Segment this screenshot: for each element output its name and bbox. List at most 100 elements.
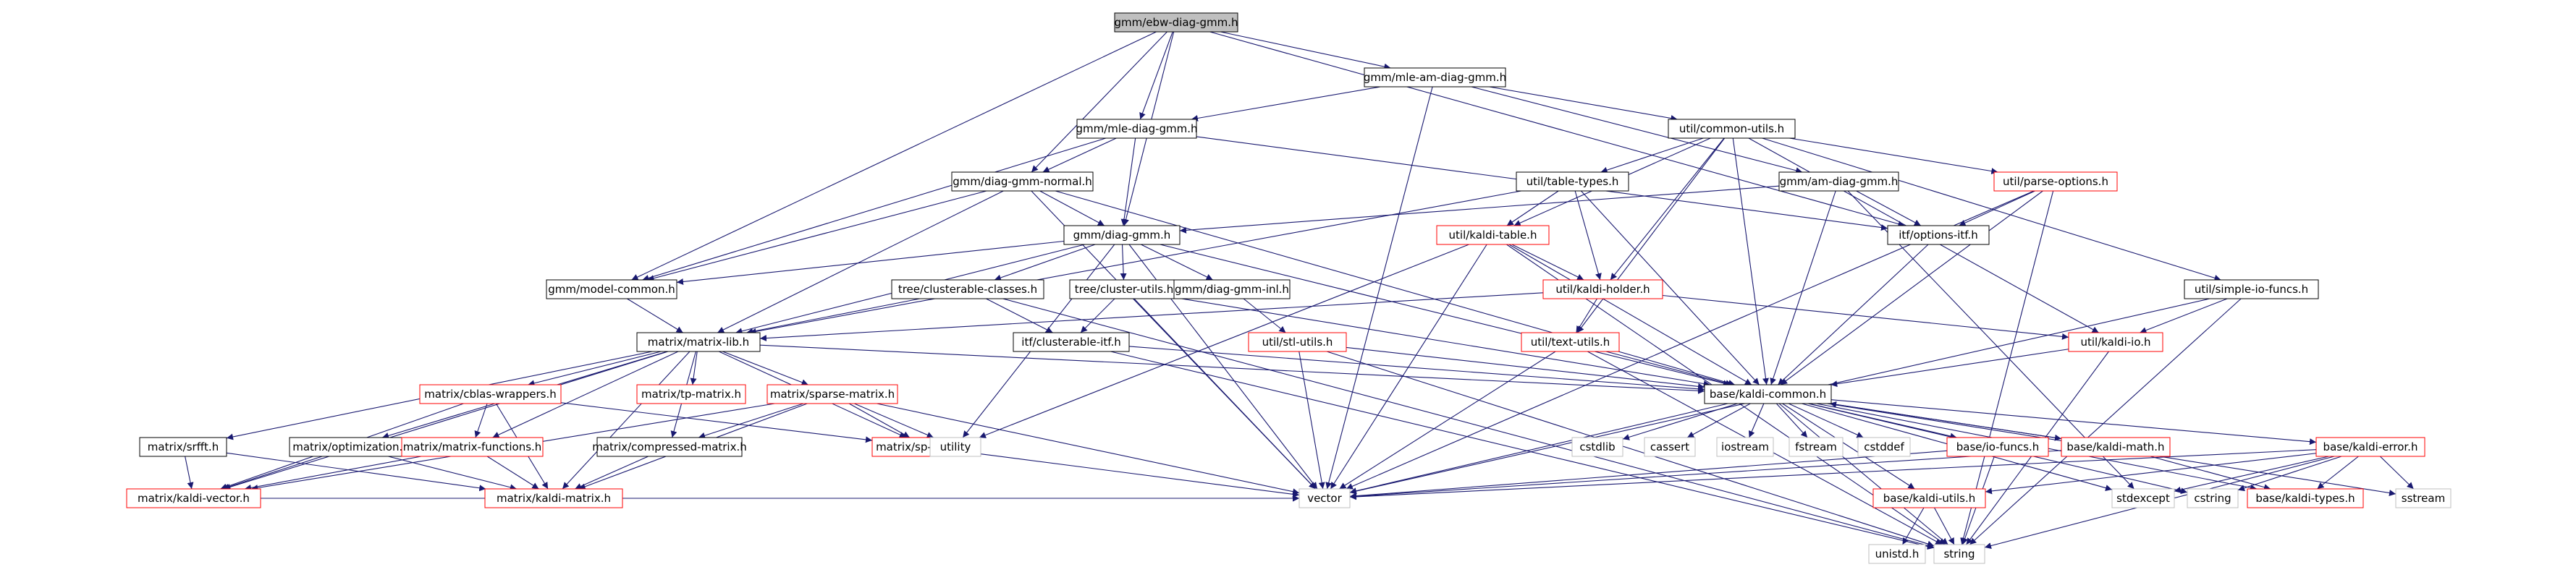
- node-box: [1872, 488, 1986, 508]
- node-box: [1887, 225, 1990, 245]
- edge-tabletypes-to-kaldicommon: [1581, 190, 1760, 385]
- node-box: [636, 332, 761, 352]
- edge-commonutils-to-kaldicommon: [1732, 137, 1769, 385]
- edge-optimization-to-kaldivector: [222, 456, 323, 490]
- node-label: gmm/diag-gmm-inl.h: [1175, 283, 1289, 296]
- node-iofuncs[interactable]: base/io-funcs.h: [1946, 437, 2049, 457]
- edge-textutils-to-kaldicommon: [1605, 351, 1733, 387]
- node-cstdlib: cstdlib: [1571, 437, 1623, 457]
- edge-tabletypes-to-kaldiholder: [1574, 190, 1602, 281]
- node-label: util/simple-io-funcs.h: [2195, 283, 2308, 296]
- node-srfft[interactable]: matrix/srfft.h: [139, 437, 227, 457]
- edge-kalditable-to-kaldicommon: [1508, 244, 1752, 385]
- edge-kaldierror-to-cstring: [2237, 456, 2342, 492]
- edge-mlediag-to-modelcommon: [642, 137, 1107, 281]
- edge-optionsitf-to-kaldicommon: [1778, 244, 1929, 385]
- node-label: gmm/model-common.h: [548, 283, 675, 296]
- edge-commonutils-to-tabletypes: [1600, 137, 1704, 174]
- node-kalditypes[interactable]: base/kaldi-types.h: [2247, 488, 2364, 508]
- node-label: util/text-utils.h: [1531, 336, 1610, 349]
- node-iostream: iostream: [1716, 437, 1774, 457]
- node-label: utility: [940, 440, 971, 453]
- node-mleam[interactable]: gmm/mle-am-diag-gmm.h: [1364, 67, 1506, 88]
- edge-kaldimath-to-vector: [1349, 450, 2062, 500]
- node-label: matrix/cblas-wrappers.h: [424, 388, 556, 401]
- node-diaggmm[interactable]: gmm/diag-gmm.h: [1063, 225, 1181, 245]
- node-ebw[interactable]: gmm/ebw-diag-gmm.h: [1114, 12, 1238, 33]
- node-label: base/kaldi-common.h: [1710, 388, 1826, 401]
- node-kaldiio[interactable]: util/kaldi-io.h: [2068, 332, 2163, 352]
- node-mlediag[interactable]: gmm/mle-diag-gmm.h: [1076, 119, 1198, 139]
- node-kaldicommon[interactable]: base/kaldi-common.h: [1704, 384, 1832, 404]
- edge-kalditable-to-utility: [979, 244, 1469, 438]
- node-clusterutils[interactable]: tree/cluster-utils.h: [1069, 279, 1179, 299]
- node-kaldimath[interactable]: base/kaldi-math.h: [2061, 437, 2171, 457]
- node-stdexcept: stdexcept: [2111, 488, 2175, 508]
- node-box: [1644, 437, 1696, 457]
- edge-diagnormal-to-matrixlib: [717, 190, 1004, 333]
- node-textutils[interactable]: util/text-utils.h: [1521, 332, 1620, 352]
- edge-clusterableitf-to-string: [1110, 351, 1935, 550]
- node-compressed[interactable]: matrix/compressed-matrix.h: [592, 437, 747, 457]
- edge-commonutils-to-kaldiholder: [1610, 137, 1725, 281]
- edge-kalditable-to-vector: [1330, 244, 1487, 490]
- node-box: [636, 384, 746, 404]
- edge-mleam-to-mlediag: [1191, 86, 1381, 122]
- node-parseopts[interactable]: util/parse-options.h: [1993, 171, 2118, 192]
- node-diaginl[interactable]: gmm/diag-gmm-inl.h: [1173, 279, 1291, 299]
- edge-ebw-to-diagnormal: [1031, 31, 1167, 173]
- node-label: util/stl-utils.h: [1262, 336, 1333, 349]
- node-simpleio[interactable]: util/simple-io-funcs.h: [2184, 279, 2319, 299]
- node-optionsitf[interactable]: itf/options-itf.h: [1887, 225, 1990, 245]
- edge-compressed-to-kaldimatrix: [575, 456, 649, 490]
- node-diagnormal[interactable]: gmm/diag-gmm-normal.h: [951, 171, 1094, 192]
- edge-kaldicommon-to-string: [1778, 403, 1948, 545]
- node-cassert: cassert: [1644, 437, 1696, 457]
- node-clusterable[interactable]: tree/clusterable-classes.h: [891, 279, 1044, 299]
- edge-diaginl-to-stlutils: [1243, 298, 1286, 333]
- node-kaldivector[interactable]: matrix/kaldi-vector.h: [126, 488, 261, 508]
- node-vector: vector: [1298, 488, 1351, 508]
- node-kaldiutils[interactable]: base/kaldi-utils.h: [1872, 488, 1986, 508]
- node-box: [1789, 437, 1844, 457]
- node-label: matrix/sparse-matrix.h: [770, 388, 895, 401]
- node-box: [401, 437, 544, 457]
- edge-commonutils-to-parseopts: [1789, 137, 1998, 174]
- edge-kaldicommon-to-vector: [1349, 403, 1728, 495]
- node-kaldiholder[interactable]: util/kaldi-holder.h: [1542, 279, 1663, 299]
- edge-mlediag-to-diaggmm: [1120, 137, 1136, 226]
- node-modelcommon[interactable]: gmm/model-common.h: [546, 279, 677, 299]
- node-box: [2395, 488, 2452, 508]
- node-kalditable[interactable]: util/kaldi-table.h: [1436, 225, 1550, 245]
- node-label: itf/options-itf.h: [1899, 229, 1978, 242]
- node-matrixlib[interactable]: matrix/matrix-lib.h: [636, 332, 761, 352]
- node-matfuncs[interactable]: matrix/matrix-functions.h: [401, 437, 544, 457]
- edge-clusterable-to-matrixlib: [746, 298, 920, 335]
- node-label: gmm/am-diag-gmm.h: [1780, 175, 1899, 188]
- edge-ebw-to-optionsitf: [1209, 31, 1905, 227]
- edge-textutils-to-vector: [1339, 351, 1556, 490]
- node-optimization[interactable]: matrix/optimization.h: [289, 437, 413, 457]
- node-box: [2315, 437, 2425, 457]
- node-box: [126, 488, 261, 508]
- edge-matrixlib-to-kaldimatrix: [562, 351, 691, 490]
- node-label: matrix/compressed-matrix.h: [592, 440, 747, 453]
- edge-diaggmm-to-kaldicommon: [1160, 244, 1730, 387]
- node-kaldierror[interactable]: base/kaldi-error.h: [2315, 437, 2425, 457]
- node-sparse[interactable]: matrix/sparse-matrix.h: [767, 384, 898, 404]
- node-kaldimatrix[interactable]: matrix/kaldi-matrix.h: [484, 488, 623, 508]
- node-amdiag[interactable]: gmm/am-diag-gmm.h: [1778, 171, 1899, 192]
- edge-diaggmm-to-diaginl: [1141, 244, 1213, 281]
- node-commonutils[interactable]: util/common-utils.h: [1668, 119, 1796, 139]
- edge-diagnormal-to-modelcommon: [647, 190, 987, 282]
- edge-diaggmm-to-clusterable: [994, 244, 1096, 281]
- node-clusterableitf[interactable]: itf/clusterable-itf.h: [1013, 332, 1130, 352]
- node-tabletypes[interactable]: util/table-types.h: [1516, 171, 1629, 192]
- node-stlutils[interactable]: util/stl-utils.h: [1248, 332, 1347, 352]
- node-cblas[interactable]: matrix/cblas-wrappers.h: [419, 384, 562, 404]
- node-label: cassert: [1650, 440, 1689, 453]
- node-label: matrix/srfft.h: [148, 440, 219, 453]
- node-box: [1668, 119, 1796, 139]
- node-tpmatrix[interactable]: matrix/tp-matrix.h: [636, 384, 746, 404]
- edge-mleam-to-vector: [1325, 86, 1433, 490]
